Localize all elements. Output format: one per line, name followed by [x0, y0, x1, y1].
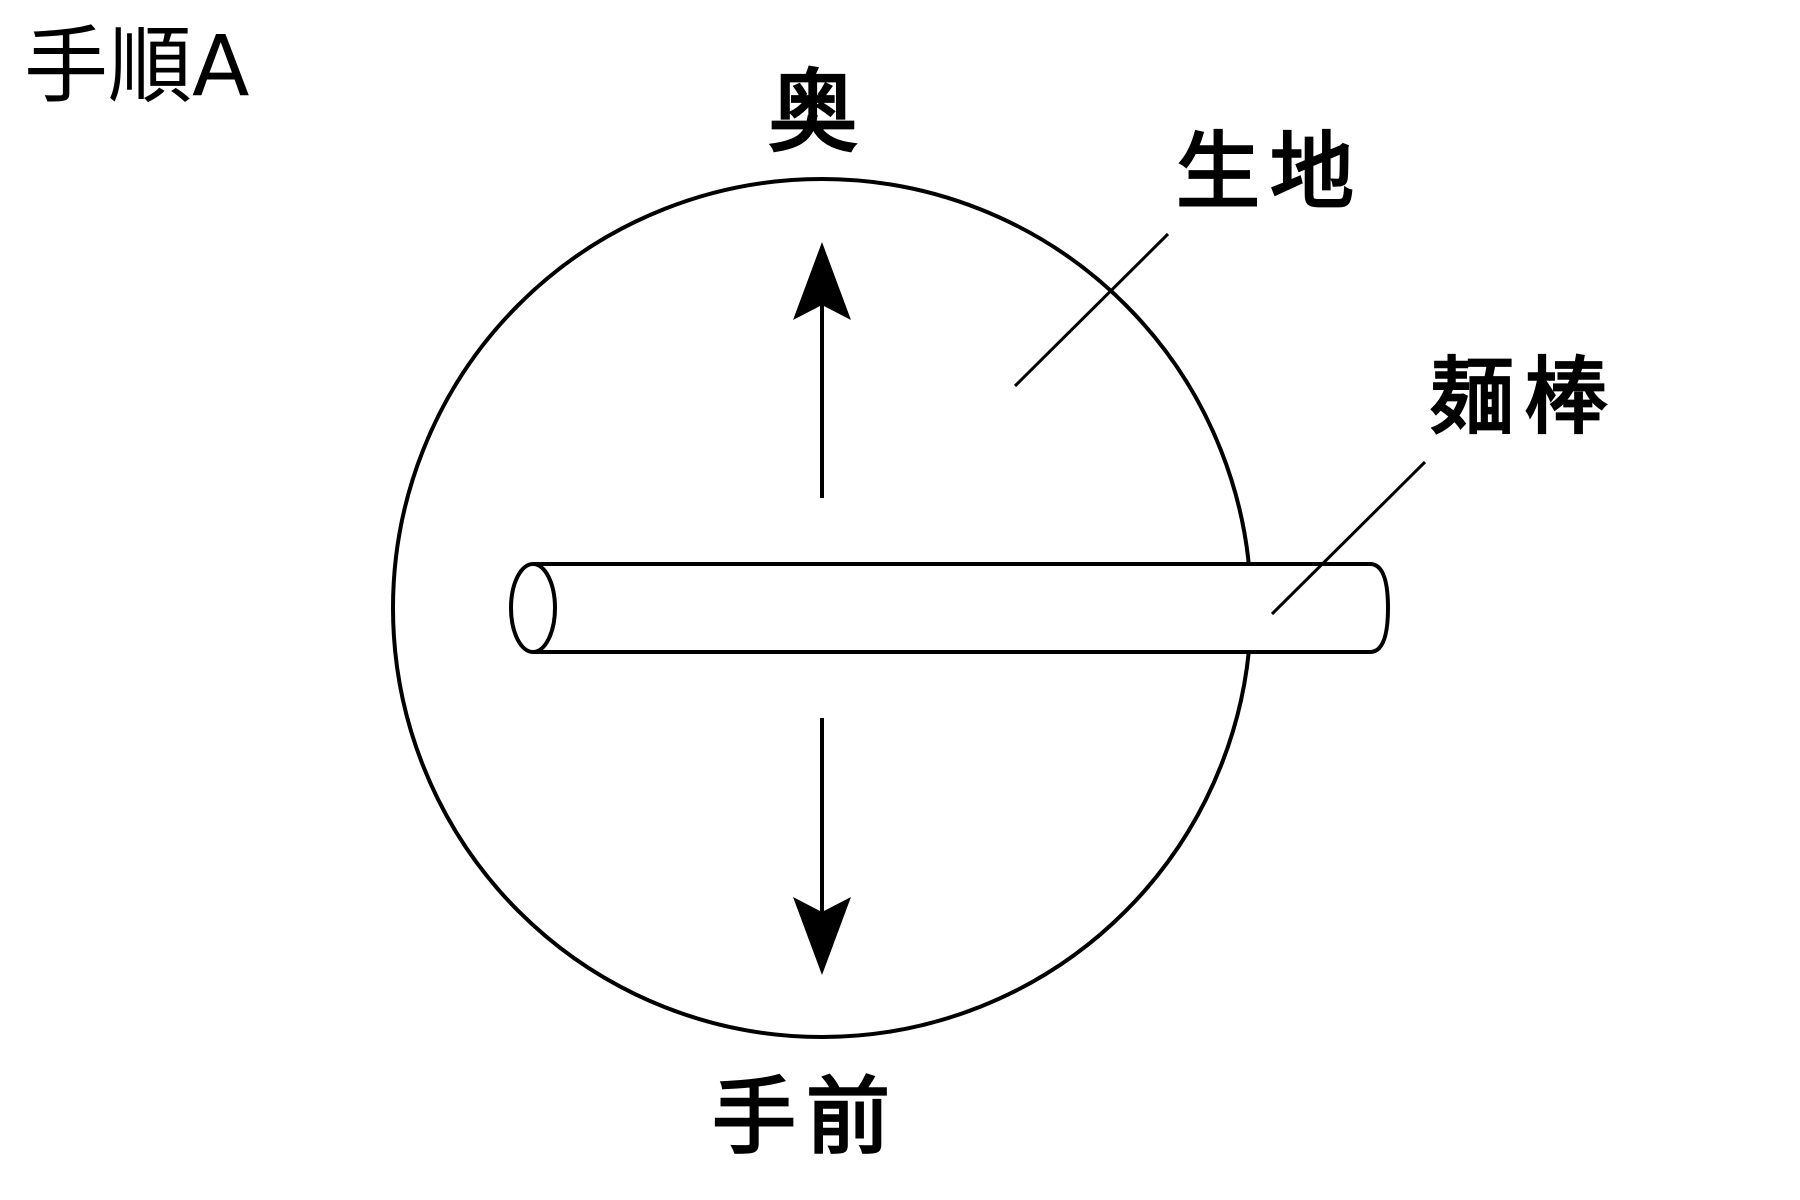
- rolling-pin-leader-line: [1270, 460, 1427, 616]
- label-rolling-pin: 麺棒: [1430, 348, 1619, 446]
- dough-leader-line: [1013, 232, 1170, 388]
- label-front: 手前: [712, 1068, 901, 1166]
- arrow-down-icon: [793, 718, 851, 975]
- label-back: 奥: [768, 60, 858, 165]
- rolling-pin: [509, 562, 1391, 654]
- label-dough: 生地: [1176, 123, 1365, 221]
- step-title: 手順A: [24, 17, 250, 115]
- arrow-up-icon: [793, 242, 851, 498]
